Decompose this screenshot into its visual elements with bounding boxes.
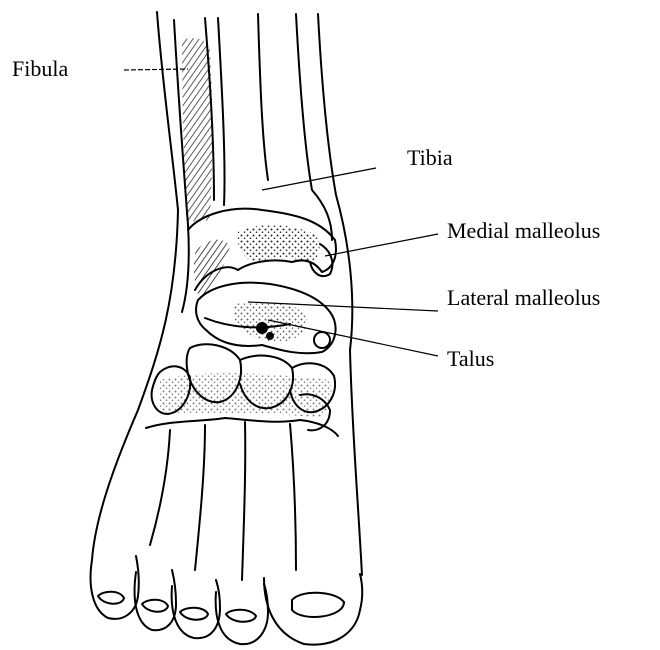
toe-2 (216, 584, 268, 644)
leader-tibia (262, 168, 376, 190)
toe-3 (172, 580, 220, 638)
label-talus: Talus (447, 348, 494, 370)
leader-fibula (124, 69, 188, 70)
label-fibula: Fibula (12, 58, 68, 80)
leg-outline-right (318, 14, 362, 575)
toe-5 (91, 556, 139, 619)
label-lateral-malleolus: Lateral malleolus (447, 287, 600, 309)
metatarsal-line (146, 418, 338, 436)
label-medial-malleolus: Medial malleolus (447, 220, 600, 242)
tibia-shaft (218, 18, 225, 205)
leader-medial-malleolus (325, 234, 438, 256)
label-tibia: Tibia (407, 147, 453, 169)
toe-1 (264, 574, 362, 645)
